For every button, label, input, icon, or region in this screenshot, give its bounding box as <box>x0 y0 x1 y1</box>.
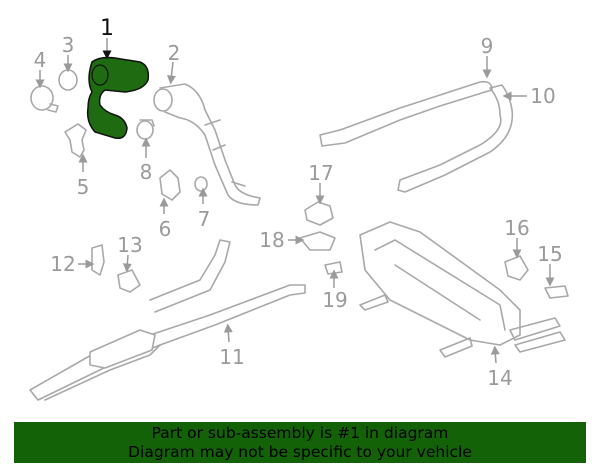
callout-10[interactable]: 10 <box>530 84 555 108</box>
callout-5[interactable]: 5 <box>77 175 90 199</box>
callout-19[interactable]: 19 <box>322 288 347 312</box>
part-12-hanger <box>91 244 105 276</box>
callout-15[interactable]: 15 <box>537 242 562 266</box>
part-18-bracket <box>299 231 336 251</box>
callout-9[interactable]: 9 <box>481 34 494 58</box>
part-4-clamp <box>30 85 59 113</box>
part-1-catalytic-converter[interactable] <box>86 56 150 140</box>
callout-18[interactable]: 18 <box>259 228 284 252</box>
part-3-gasket <box>58 69 78 91</box>
diagram-notice-banner: Part or sub-assembly is #1 in diagram Di… <box>14 422 586 463</box>
callout-13[interactable]: 13 <box>117 233 142 257</box>
callout-11[interactable]: 11 <box>219 345 244 369</box>
part-10-pipe <box>397 84 514 193</box>
banner-line-2: Diagram may not be specific to your vehi… <box>128 443 472 461</box>
part-6-bracket <box>159 169 181 201</box>
part-19-clip <box>324 261 343 275</box>
part-17-valve <box>304 201 334 226</box>
part-11-front-pipe-assembly <box>29 239 306 401</box>
part-14-muffler <box>359 221 566 358</box>
callout-1[interactable]: 1 <box>100 16 114 41</box>
callout-2[interactable]: 2 <box>168 41 181 65</box>
callout-8[interactable]: 8 <box>140 160 153 184</box>
callout-6[interactable]: 6 <box>159 217 172 241</box>
callout-3[interactable]: 3 <box>62 33 75 57</box>
part-7-seal <box>194 176 208 192</box>
callout-16[interactable]: 16 <box>504 216 529 240</box>
part-2-front-pipe <box>153 83 261 206</box>
part-5-bracket <box>64 123 87 158</box>
part-8-clamp <box>136 119 155 140</box>
callout-7[interactable]: 7 <box>198 207 211 231</box>
callout-14[interactable]: 14 <box>487 366 512 390</box>
banner-line-1: Part or sub-assembly is #1 in diagram <box>151 424 449 442</box>
callout-12[interactable]: 12 <box>50 252 75 276</box>
part-15-bracket <box>544 285 569 299</box>
callout-17[interactable]: 17 <box>308 161 333 185</box>
part-9-pipe <box>319 80 493 147</box>
callout-4[interactable]: 4 <box>34 48 47 72</box>
part-16-isolator <box>504 255 529 281</box>
part-13-isolator <box>117 269 141 293</box>
